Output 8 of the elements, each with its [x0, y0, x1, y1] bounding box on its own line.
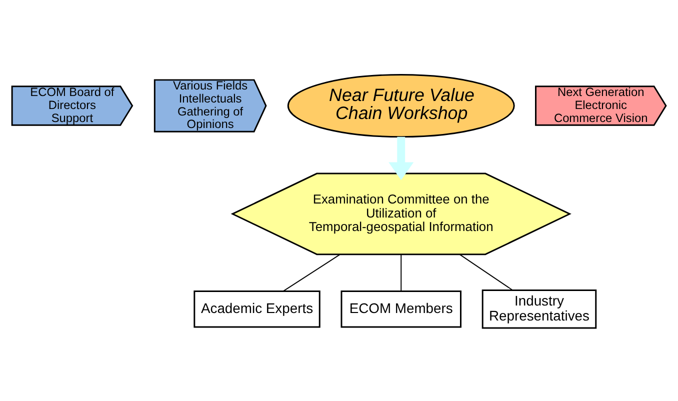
node-box: ECOM Members [340, 290, 462, 328]
node-ellipse: Near Future Value Chain Workshop [287, 74, 515, 138]
node-box: Academic Experts [194, 290, 320, 328]
connector [282, 253, 340, 292]
connector [400, 253, 402, 291]
connector [459, 253, 513, 290]
arrow [388, 136, 414, 180]
node-box: Industry Representatives [482, 289, 597, 328]
